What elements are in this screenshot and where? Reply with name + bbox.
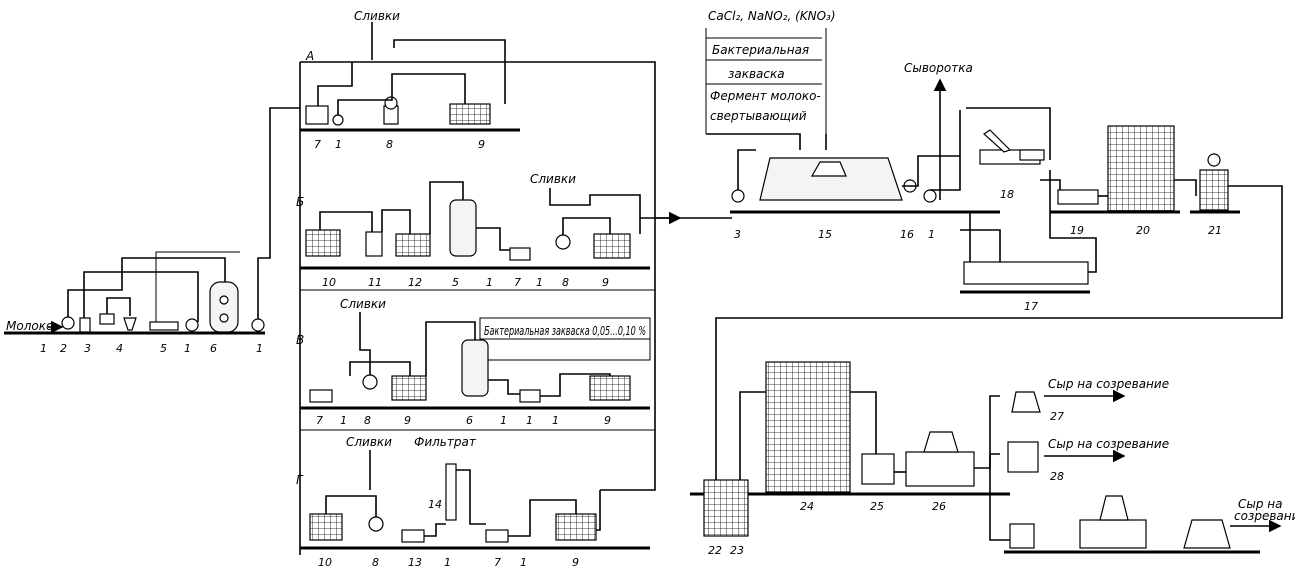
stage-number: 1 [256,342,263,355]
equipment-number: 26 [932,500,946,513]
milk-line-numbers: 1 2 3 4 5 1 6 1 [40,342,263,355]
equipment-number: 15 [818,228,832,241]
row1-numbers: 3 15 16 1 18 19 20 21 17 [734,188,1222,313]
cream-label: Сливки [530,172,576,186]
milk-input-label: Молоко [6,319,53,333]
enzyme-line: свертывающий [710,109,807,123]
section-number: 1 [486,276,493,289]
equipment-number: 27 [1050,410,1064,423]
section-number: 7 [494,556,501,569]
section-letter: А [305,49,314,63]
section-number: 9 [572,556,579,569]
equipment-number: 22 [708,544,722,557]
equipment-number: 17 [1024,300,1038,313]
section-number: 7 [316,414,323,427]
section-a: А Сливки 7 1 8 9 [300,9,520,151]
section-number: 9 [604,414,611,427]
ripening-label-last: созревание [1234,509,1295,523]
equipment-number: 28 [1050,470,1064,483]
section-number: 8 [386,138,393,151]
section-b: Б Сливки 10 11 12 5 1 7 1 8 9 [296,172,672,289]
stage-number: 1 [40,342,47,355]
equipment-number: 23 [730,544,744,557]
additives-label: CaCl₂, NaNO₂, (KNO₃) [708,9,836,23]
equipment-number: 16 [900,228,914,241]
section-number: 13 [408,556,422,569]
equipment-number: 24 [800,500,814,513]
cheese-making-line: CaCl₂, NaNO₂, (KNO₃) Бактериальная заква… [680,9,1295,557]
equipment-number: 3 [734,228,741,241]
starter-label: Бактериальная закваска 0,05...0,10 % [484,324,646,338]
filtrate-label: Фильтрат [414,435,477,449]
section-number: 1 [500,414,507,427]
stage-number: 2 [60,342,67,355]
stage-number: 3 [84,342,91,355]
equipment-number: 20 [1136,224,1150,237]
section-g: Г Сливки Фильтрат 14 10 8 13 1 7 1 9 [296,435,650,569]
section-v: В Сливки Бактериальная закваска 0,05...0… [296,297,651,427]
section-letter: Г [296,473,304,487]
section-number: 8 [372,556,379,569]
ripening-label: Сыр на созревание [1048,377,1169,391]
section-number: 1 [335,138,342,151]
section-number: 1 [520,556,527,569]
section-number: 6 [466,414,473,427]
row2-numbers: 22 23 24 25 26 [708,500,946,557]
cream-label: Сливки [340,297,386,311]
stage-number: 1 [184,342,191,355]
cream-label: Сливки [354,9,400,23]
section-number: 1 [526,414,533,427]
stage-number: 5 [160,342,167,355]
milk-preparation-line: Молоко 1 2 3 4 5 1 6 1 [4,107,300,355]
section-letter: Б [296,195,304,209]
section-number: 9 [404,414,411,427]
section-letter: В [296,333,304,347]
ripening-label-last: Сыр на [1238,497,1282,511]
section-number: 1 [340,414,347,427]
equipment-number: 1 [928,228,935,241]
section-number: 1 [444,556,451,569]
section-number: 10 [322,276,336,289]
cream-label: Сливки [346,435,392,449]
section-number: 11 [368,276,382,289]
equipment-number: 18 [1000,188,1014,201]
equipment-number: 21 [1208,224,1222,237]
section-number: 1 [552,414,559,427]
section-number: 8 [364,414,371,427]
section-number: 9 [602,276,609,289]
section-number: 1 [536,276,543,289]
section-number: 7 [514,276,521,289]
stage-number: 6 [210,342,217,355]
starter-line: Бактериальная [712,43,809,57]
enzyme-line: Фермент молоко- [710,89,821,103]
section-number: 8 [562,276,569,289]
section-number: 14 [428,498,442,511]
ripening-label: Сыр на созревание [1048,437,1169,451]
stage-number: 4 [116,342,123,355]
section-number: 7 [314,138,321,151]
equipment-number: 25 [870,500,884,513]
section-number: 9 [478,138,485,151]
equipment-number: 19 [1070,224,1084,237]
whey-label: Сыворотка [904,61,973,75]
section-number: 12 [408,276,422,289]
starter-line: закваска [728,67,785,81]
section-number: 5 [452,276,459,289]
section-number: 10 [318,556,332,569]
